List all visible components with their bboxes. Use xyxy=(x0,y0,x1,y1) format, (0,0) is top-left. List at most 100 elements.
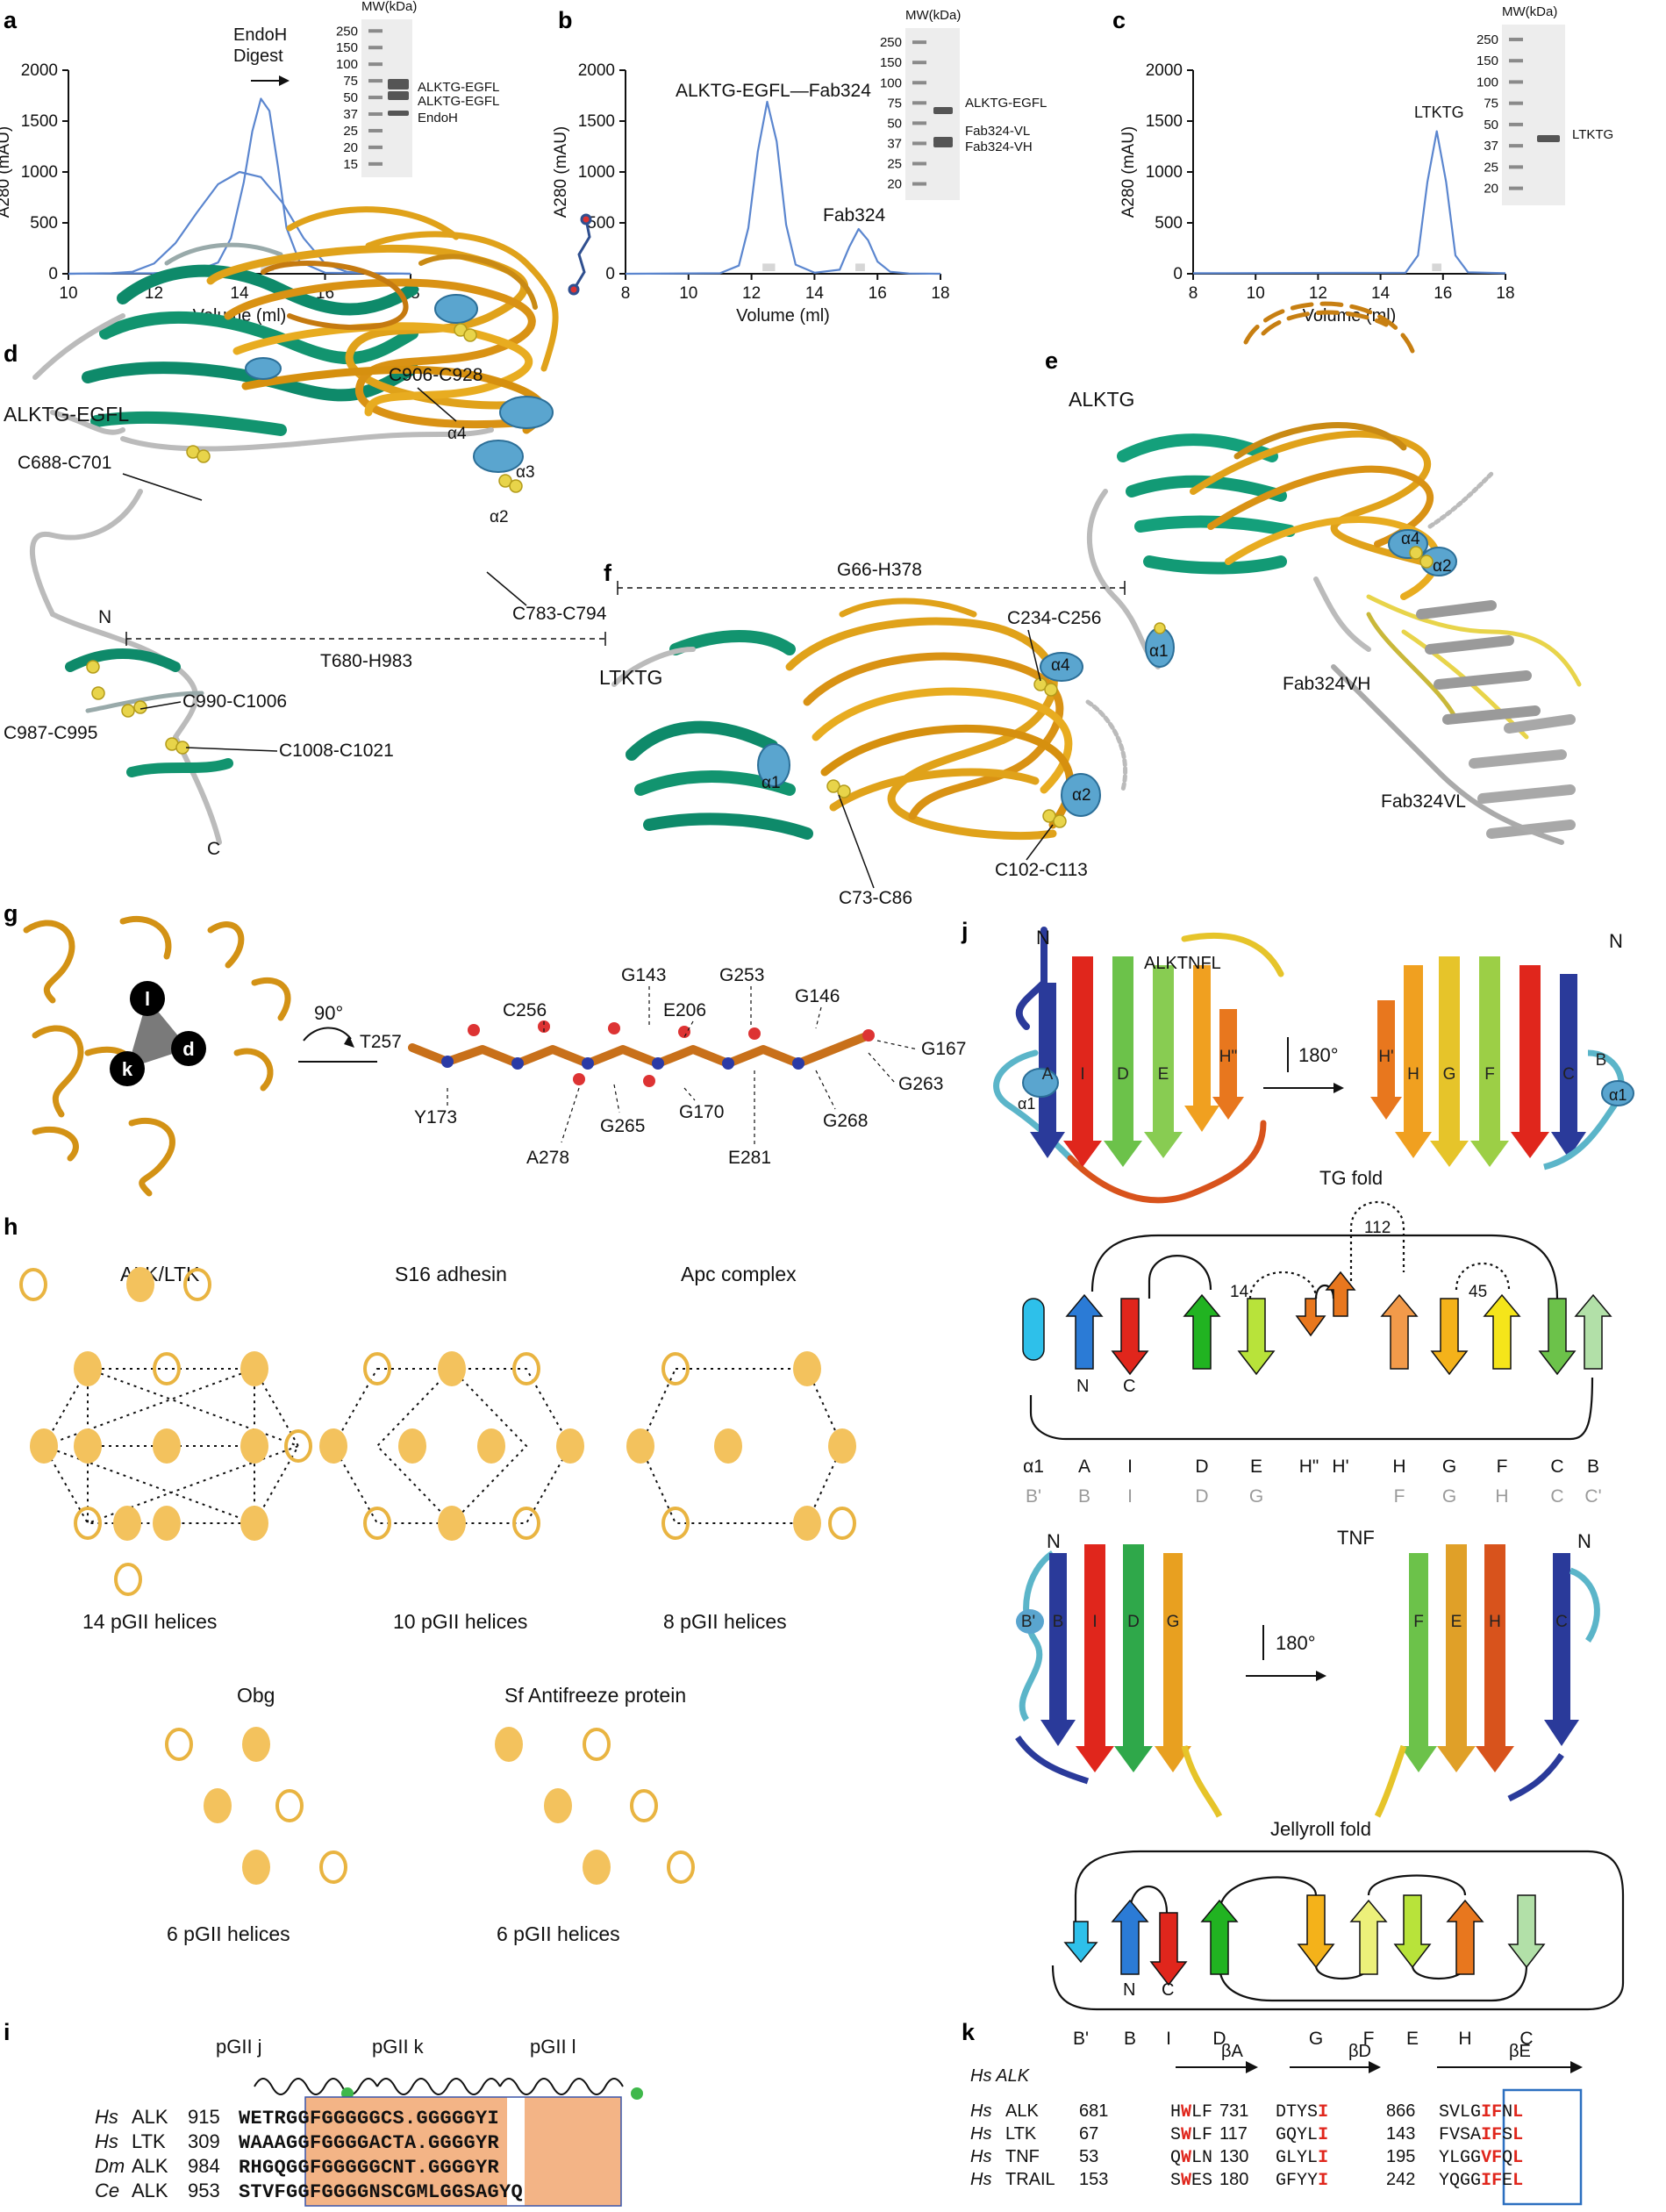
gel-band-label: ALKTG-EGFL xyxy=(418,94,499,109)
k-start-a: 681 xyxy=(1079,2101,1108,2121)
helix-dot-filled xyxy=(495,1727,523,1762)
helix-dot-filled xyxy=(583,1850,611,1885)
shaded-fraction xyxy=(1432,263,1442,271)
ladder-band xyxy=(368,112,383,116)
helix-dot-open xyxy=(114,1563,142,1596)
res-y173: Y173 xyxy=(414,1107,457,1127)
d-label-a4: α4 xyxy=(447,425,467,443)
res-a278: A278 xyxy=(526,1148,569,1168)
ladder-band xyxy=(912,40,926,45)
k-protein: TRAIL xyxy=(1005,2170,1055,2189)
h-caption-s16: 10 pGII helices xyxy=(393,1610,527,1633)
alignment-species: Ce xyxy=(95,2180,119,2201)
e-label-a4: α4 xyxy=(1401,530,1420,548)
gel-ladder-label: 100 xyxy=(1477,75,1498,89)
tg-label: C xyxy=(1550,1457,1563,1477)
k-start-a: 67 xyxy=(1079,2124,1098,2144)
d-title: ALKTG-EGFL xyxy=(4,403,129,426)
panel-label-d: d xyxy=(4,340,18,367)
ladder-band xyxy=(912,101,926,105)
helix-dot-filled xyxy=(204,1788,232,1823)
d-label-a2: α2 xyxy=(490,508,509,526)
k-start-d: 130 xyxy=(1219,2147,1248,2166)
sample-band xyxy=(933,142,953,147)
ladder-band xyxy=(368,96,383,100)
j-left-a: A xyxy=(1042,1065,1054,1084)
k-start-a: 53 xyxy=(1079,2147,1098,2166)
tg-label: B xyxy=(1587,1457,1599,1477)
alignment-name: LTK xyxy=(132,2130,166,2152)
y-tick-label: 1500 xyxy=(578,112,615,131)
k-start-e: 242 xyxy=(1386,2170,1415,2189)
d-label-c783: C783-C794 xyxy=(512,604,607,624)
sample-band xyxy=(388,111,409,116)
res-g268: G268 xyxy=(823,1111,868,1131)
helix-dot-filled xyxy=(544,1788,572,1823)
jellyroll-label: B xyxy=(1124,2029,1136,2049)
y-tick-label: 500 xyxy=(30,214,58,233)
j-right-g: G xyxy=(1443,1065,1456,1084)
tg-label: α1 xyxy=(1023,1457,1044,1477)
alignment-species: Hs xyxy=(95,2130,118,2152)
gel-ladder-label: 75 xyxy=(887,96,902,111)
alignment-start: 309 xyxy=(188,2130,220,2152)
x-tick-label: 14 xyxy=(230,284,249,303)
gel-band-label: ALKTG-EGFL xyxy=(965,96,1047,111)
res-g265: G265 xyxy=(600,1116,645,1136)
x-tick-label: 18 xyxy=(1496,284,1514,303)
ladder-band xyxy=(912,141,926,146)
series-line-0 xyxy=(625,100,941,276)
k-seq-a: HWLF xyxy=(1170,2102,1212,2123)
gel-ladder-label: 50 xyxy=(1484,118,1498,132)
gel-band-label: LTKTG xyxy=(1572,127,1613,142)
tg-equivalent-label: B xyxy=(1078,1486,1090,1507)
loop-112: 112 xyxy=(1364,1219,1391,1237)
alignment-sequence: RHGQGGFGGGGGCNT.GGGGYR xyxy=(239,2157,500,2179)
y-tick-label: 1500 xyxy=(1146,112,1183,131)
helix-dot-open xyxy=(153,1352,181,1385)
y-tick-label: 1000 xyxy=(1146,163,1183,182)
gel-ladder-label: 75 xyxy=(1484,97,1498,111)
ladder-band xyxy=(912,182,926,186)
k-species: Hs xyxy=(970,2124,991,2144)
k-start-e: 866 xyxy=(1386,2101,1415,2121)
tnf-left-g: G xyxy=(1167,1613,1180,1631)
j-right-h: H xyxy=(1407,1065,1419,1084)
panel-label-f: f xyxy=(604,560,612,586)
gel-ladder-label: 250 xyxy=(336,24,358,39)
f-label-a1: α1 xyxy=(761,774,781,792)
res-e206: E206 xyxy=(663,1000,706,1020)
ladder-band xyxy=(1509,165,1523,169)
res-g167: G167 xyxy=(921,1039,966,1059)
k-seq-e: YLGGVFQL xyxy=(1439,2148,1523,2168)
k-seq-e: FVSAIFSL xyxy=(1439,2125,1523,2145)
gel-ladder-label: 20 xyxy=(887,177,902,192)
tnf-right-c: C xyxy=(1555,1613,1568,1631)
k-seq-a: QWLN xyxy=(1170,2148,1212,2168)
x-tick-label: 14 xyxy=(1371,284,1391,303)
j-right-b: B xyxy=(1596,1051,1607,1070)
x-tick-label: 14 xyxy=(805,284,825,303)
k-start-d: 117 xyxy=(1219,2124,1248,2144)
shaded-fraction xyxy=(762,263,776,271)
res-c256: C256 xyxy=(503,1000,547,1020)
helix-dot-filled xyxy=(477,1428,505,1464)
panel-f-structure: G66-H378 LTKTG C234-C256 α4 xyxy=(599,560,1128,908)
digest-arrow-head xyxy=(279,75,290,86)
tnf-left-d: D xyxy=(1127,1613,1140,1631)
x-tick-label: 16 xyxy=(869,284,887,303)
ladder-band xyxy=(912,61,926,65)
y-tick-label: 2000 xyxy=(578,61,615,80)
gel-band-label: ALKTG-EGFL xyxy=(418,80,499,95)
ladder-band xyxy=(368,145,383,149)
helix-dot-open xyxy=(74,1507,102,1540)
ladder-band xyxy=(1509,80,1523,84)
gel-band-label: Fab324-VL xyxy=(965,124,1030,139)
tg-fold-title: TG fold xyxy=(1319,1167,1383,1189)
h-caption-sf: 6 pGII helices xyxy=(497,1922,620,1945)
gel-ladder-label: 15 xyxy=(343,157,358,172)
